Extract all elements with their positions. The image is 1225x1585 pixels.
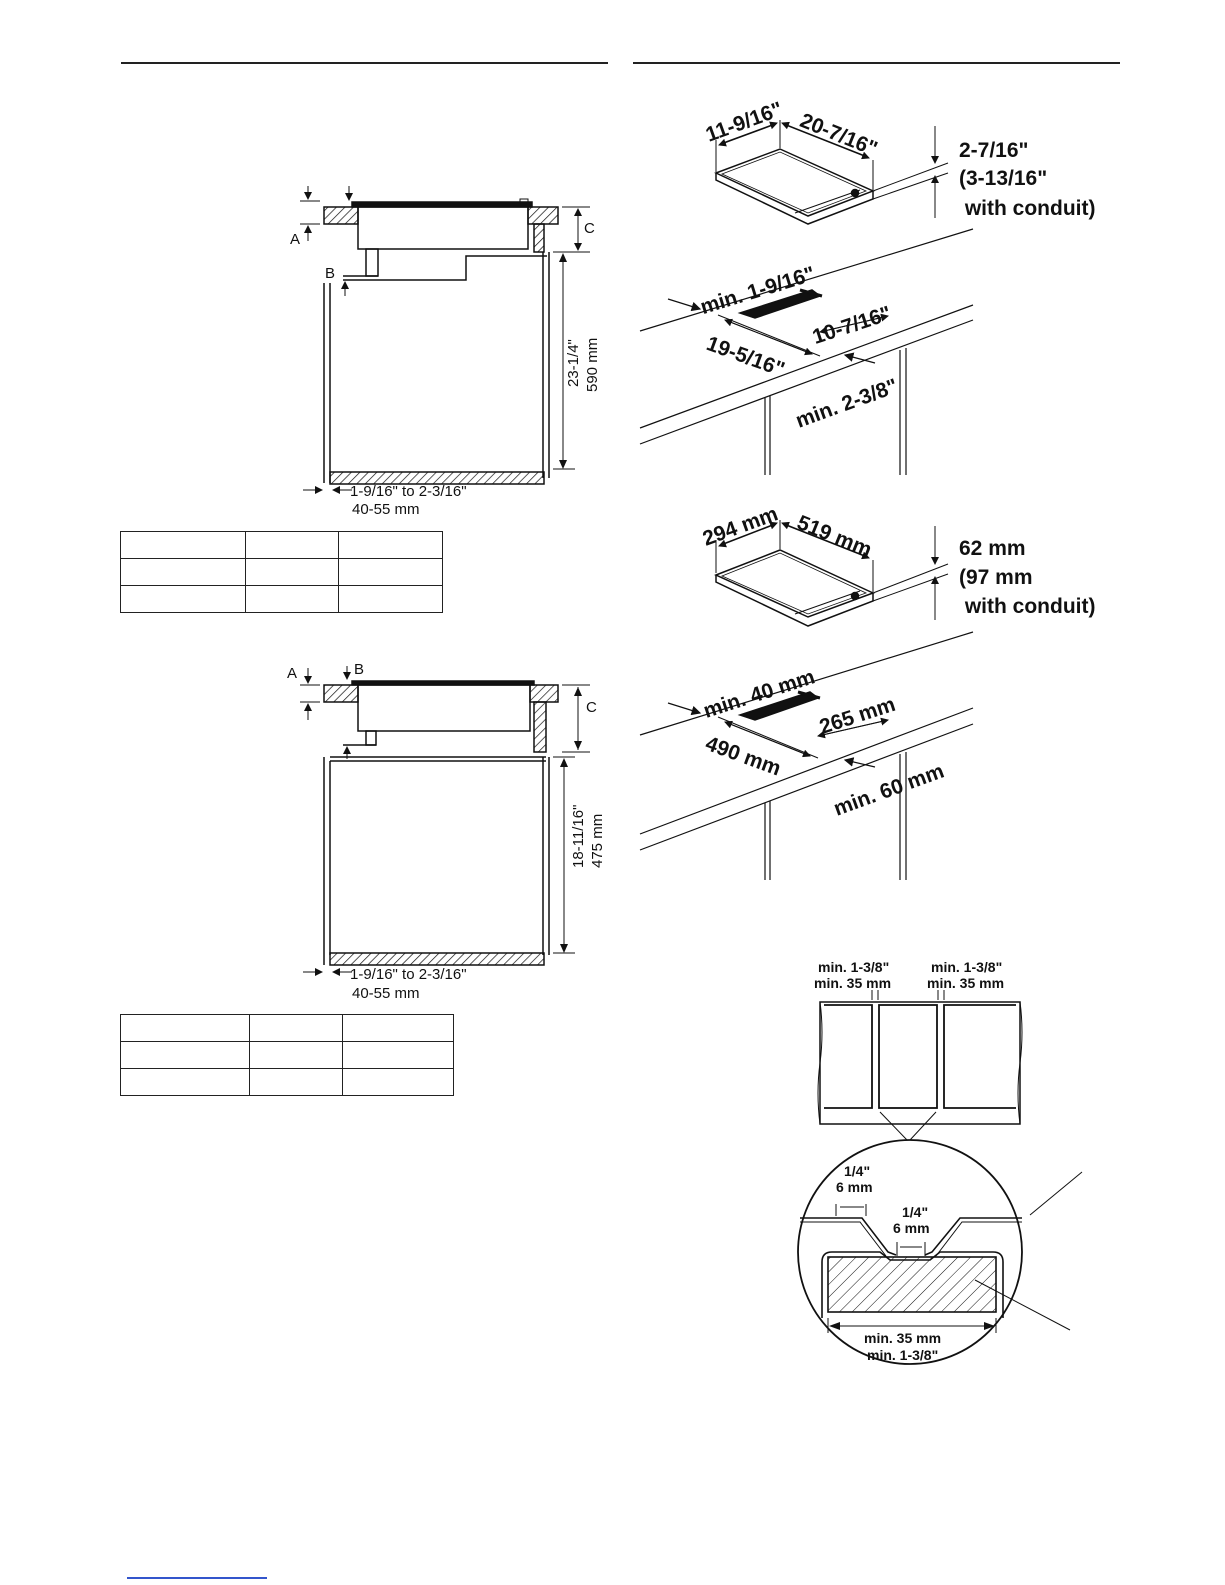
- bar-width-inches: min. 1-3/8": [867, 1347, 939, 1363]
- spacing-left-mm: min. 35 mm: [814, 975, 892, 991]
- cooktop-body: [357, 206, 529, 250]
- detail-left-inches: 1/4": [844, 1163, 871, 1179]
- countertop-back-edge: [639, 631, 974, 736]
- spacing-right-inches: min. 1-3/8": [931, 959, 1003, 975]
- detail-mid-mm: 6 mm: [893, 1220, 930, 1236]
- cutaway-top: [300, 186, 590, 494]
- cabinet-frame-outline: [819, 1001, 1021, 1125]
- countertop-right-slab: [529, 684, 559, 703]
- detail-circle: [797, 1139, 1023, 1365]
- unit-height-inches: 2-7/16": [959, 139, 1029, 162]
- unit-height-mm: 62 mm: [959, 537, 1026, 560]
- spec-table-top: [120, 531, 443, 613]
- spacing-drawing: [797, 990, 1083, 1365]
- detail-mid-inches: 1/4": [902, 1204, 929, 1220]
- footer-link-underline[interactable]: [127, 1577, 267, 1579]
- right-header-rule: [633, 62, 1120, 64]
- gap-dimension-mm: 40-55 mm: [352, 501, 420, 518]
- spec-table-bottom: [120, 1014, 454, 1096]
- cooktop-unit: [714, 148, 875, 217]
- spacing-left-inches: min. 1-3/8": [818, 959, 890, 975]
- unit-conduit-note-mm: with conduit): [959, 595, 1096, 618]
- label-a: A: [287, 665, 298, 682]
- cabinet-section: [827, 1256, 997, 1313]
- cooktop-body: [357, 684, 531, 732]
- countertop-right-slab: [527, 206, 559, 225]
- countertop-back-edge: [639, 228, 974, 332]
- height-dimension-inches: 23-1/4": [565, 339, 582, 387]
- detail-left-mm: 6 mm: [836, 1179, 873, 1195]
- label-b: B: [325, 265, 336, 282]
- left-header-rule: [121, 62, 608, 64]
- cabinet-bottom: [329, 471, 545, 485]
- gap-dimension-inches: 1-9/16" to 2-3/16": [350, 966, 467, 983]
- countertop-left-slab: [323, 684, 359, 703]
- bar-width-mm: min. 35 mm: [864, 1330, 942, 1346]
- gap-dimension-inches: 1-9/16" to 2-3/16": [350, 483, 467, 500]
- unit-mm-drawing: [639, 520, 974, 880]
- shelf-line: [343, 255, 547, 281]
- height-dimension-mm: 590 mm: [584, 337, 601, 392]
- cutaway-bottom: [300, 666, 590, 976]
- label-a: A: [290, 231, 301, 248]
- label-b: B: [354, 661, 365, 678]
- countertop-left-slab: [323, 206, 359, 225]
- spacing-right-mm: min. 35 mm: [927, 975, 1005, 991]
- label-c: C: [586, 699, 597, 716]
- unit-conduit-note-inches: with conduit): [959, 197, 1096, 220]
- label-c: C: [584, 220, 595, 237]
- height-dimension-inches: 18-11/16": [570, 804, 587, 868]
- right-side-panel: [533, 701, 547, 753]
- gap-dimension-mm: 40-55 mm: [352, 985, 420, 1002]
- unit-inches-drawing: [639, 120, 974, 475]
- unit-height-conduit-inches: (3-13/16": [959, 167, 1048, 190]
- height-dimension-mm: 475 mm: [589, 813, 606, 868]
- unit-height-conduit-mm: (97 mm: [959, 566, 1033, 589]
- cabinet-bottom: [329, 952, 545, 966]
- right-side-panel: [533, 223, 545, 253]
